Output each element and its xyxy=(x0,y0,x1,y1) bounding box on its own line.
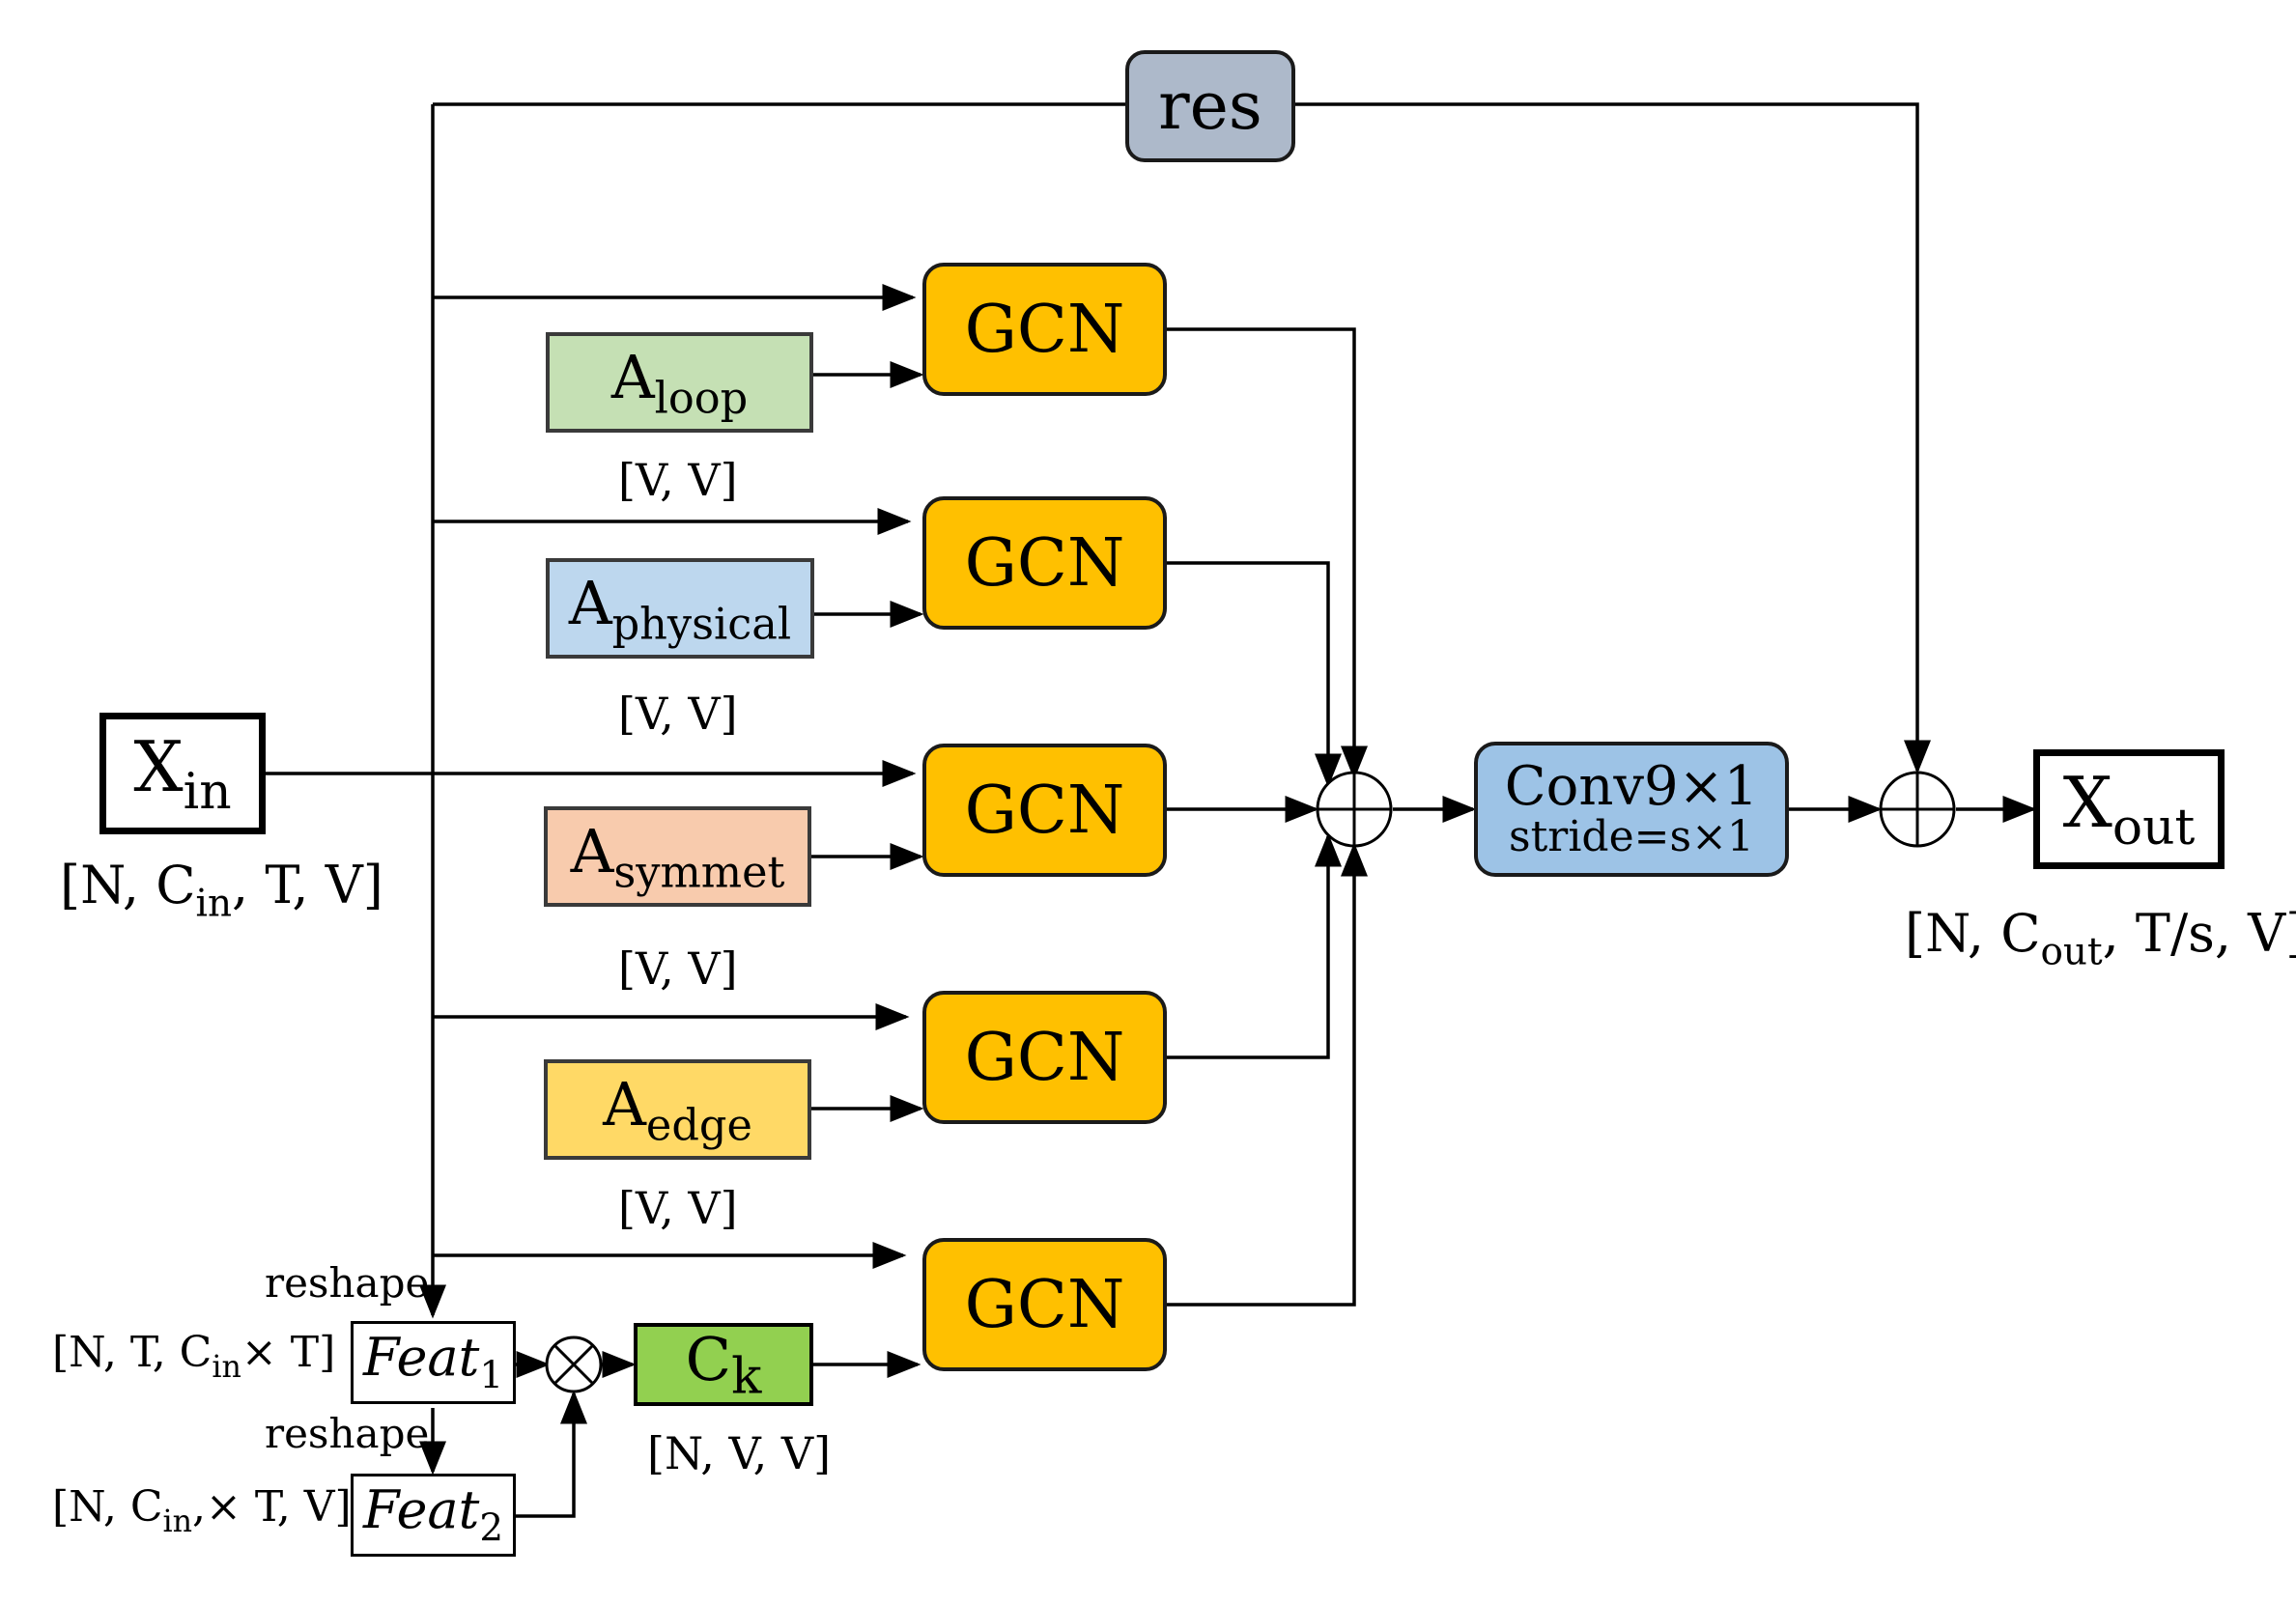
gcn-label: GCN xyxy=(964,1019,1125,1096)
gcn-label: GCN xyxy=(964,524,1125,602)
x-in-label: Xin xyxy=(133,725,232,822)
a-physical-label: Aphysical xyxy=(568,567,792,650)
gcn-box-4: GCN xyxy=(922,991,1167,1124)
a-edge-box: Aedge xyxy=(544,1059,811,1160)
gcn-label: GCN xyxy=(964,772,1125,849)
a-symmet-shape-label: [V, V] xyxy=(618,942,738,995)
ck-box: Ck xyxy=(634,1323,813,1406)
a-loop-box: Aloop xyxy=(546,332,813,433)
feat2-to-mult-line xyxy=(516,1390,587,1518)
x-in-shape-label: [N, Cin, T, V] xyxy=(60,855,383,926)
a-loop-shape-label: [V, V] xyxy=(618,454,738,506)
feat2-shape-label: [N, Cin,× T, V] xyxy=(52,1482,352,1540)
x-out-box: Xout xyxy=(2033,749,2225,869)
feat1-shape-label: [N, T, Cin× T] xyxy=(52,1328,336,1386)
res-box: res xyxy=(1125,50,1295,162)
a-edge-label: Aedge xyxy=(603,1068,752,1151)
res-right-line xyxy=(1294,102,1931,774)
ck-shape-label: [N, V, V] xyxy=(647,1427,832,1479)
x-out-shape-label: [N, Cout, T/s, V] xyxy=(1905,903,2296,974)
gcn1-to-sum-line xyxy=(1167,327,1368,780)
gcn-box-3: GCN xyxy=(922,744,1167,877)
gcn4-to-sum-line xyxy=(1167,832,1342,1059)
res-label: res xyxy=(1158,68,1262,145)
sum-node-1 xyxy=(1316,771,1393,848)
conv-title: Conv9×1 xyxy=(1504,754,1759,818)
feat2-box: Feat2 xyxy=(351,1474,516,1557)
x-out-label: Xout xyxy=(2062,761,2196,858)
gcn-box-1: GCN xyxy=(922,263,1167,396)
sum-node-2 xyxy=(1879,771,1956,848)
a-edge-shape-label: [V, V] xyxy=(618,1182,738,1234)
a-physical-shape-label: [V, V] xyxy=(618,688,738,740)
a-symmet-box: Asymmet xyxy=(544,806,811,907)
feat2-label: Feat2 xyxy=(362,1479,504,1551)
reshape-label-2: reshape xyxy=(265,1410,430,1457)
a-loop-label: Aloop xyxy=(610,341,749,424)
gcn-box-2: GCN xyxy=(922,496,1167,630)
gcn-label: GCN xyxy=(964,1266,1125,1343)
a-symmet-label: Asymmet xyxy=(570,815,785,898)
ck-label: Ck xyxy=(685,1323,762,1406)
feat1-label: Feat1 xyxy=(362,1327,504,1398)
gcn5-to-sum-line xyxy=(1167,842,1368,1307)
feat1-box: Feat1 xyxy=(351,1321,516,1404)
conv-stride: stride=s×1 xyxy=(1509,812,1754,862)
gcn-label: GCN xyxy=(964,291,1125,368)
conv-box: Conv9×1 stride=s×1 xyxy=(1474,742,1789,877)
x-in-box: Xin xyxy=(99,713,266,834)
gcn2-to-sum-line xyxy=(1167,561,1342,788)
gcn-box-5: GCN xyxy=(922,1238,1167,1371)
multiply-node xyxy=(545,1336,603,1393)
a-physical-box: Aphysical xyxy=(546,558,814,659)
reshape-label-1: reshape xyxy=(265,1259,430,1307)
